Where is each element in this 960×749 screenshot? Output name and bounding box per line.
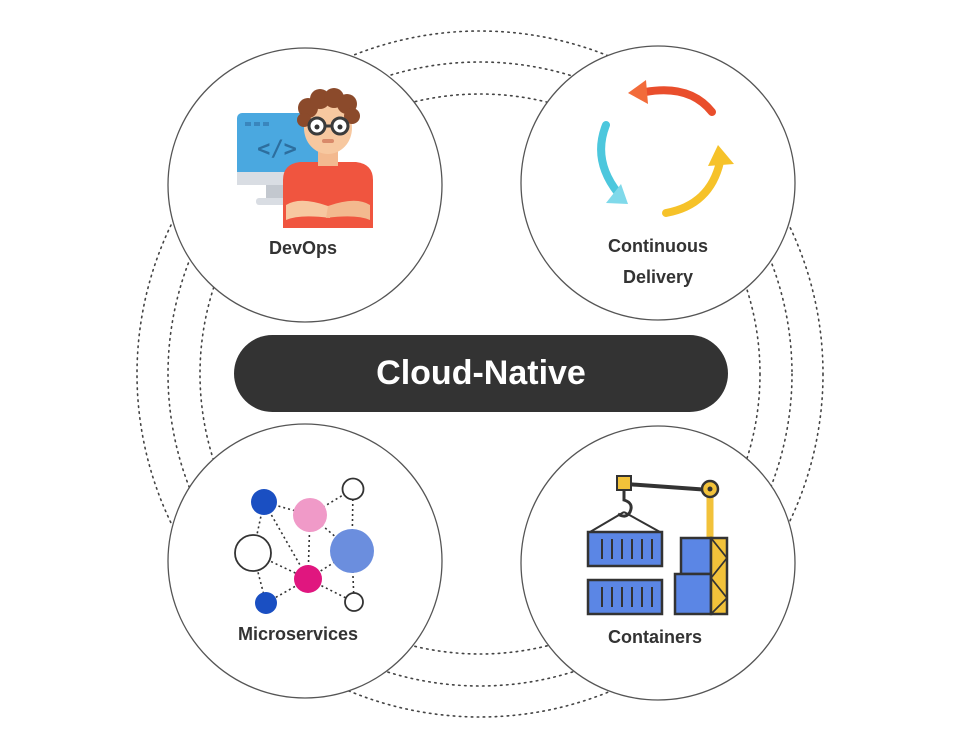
svg-text:</>: </> (257, 137, 297, 162)
center-label: Cloud-Native (376, 354, 586, 392)
network-graph-icon (234, 477, 374, 614)
delivery-label-line1: Continuous (608, 236, 708, 256)
devops-label: DevOps (269, 238, 337, 258)
inner-ring (199, 93, 761, 655)
node-devops: </> (167, 47, 443, 323)
cycle-arrows-icon (597, 80, 734, 217)
outer-ring (136, 30, 824, 718)
delivery-label-line2: Delivery (623, 267, 693, 287)
containers-label: Containers (608, 627, 702, 647)
node-containers: Containers (520, 425, 796, 701)
center-pill: Cloud-Native (234, 335, 728, 412)
node-continuous-delivery: Continuous Delivery (520, 45, 796, 321)
middle-ring (167, 61, 793, 687)
delivery-circle (520, 45, 796, 321)
node-microservices: Microservices (167, 423, 443, 699)
developer-icon: </> (237, 88, 373, 228)
dotted-rings (136, 30, 824, 718)
container-crane-icon (586, 475, 729, 616)
microservices-label: Microservices (238, 624, 358, 644)
center-pill-background (234, 335, 728, 412)
microservices-circle (167, 423, 443, 699)
